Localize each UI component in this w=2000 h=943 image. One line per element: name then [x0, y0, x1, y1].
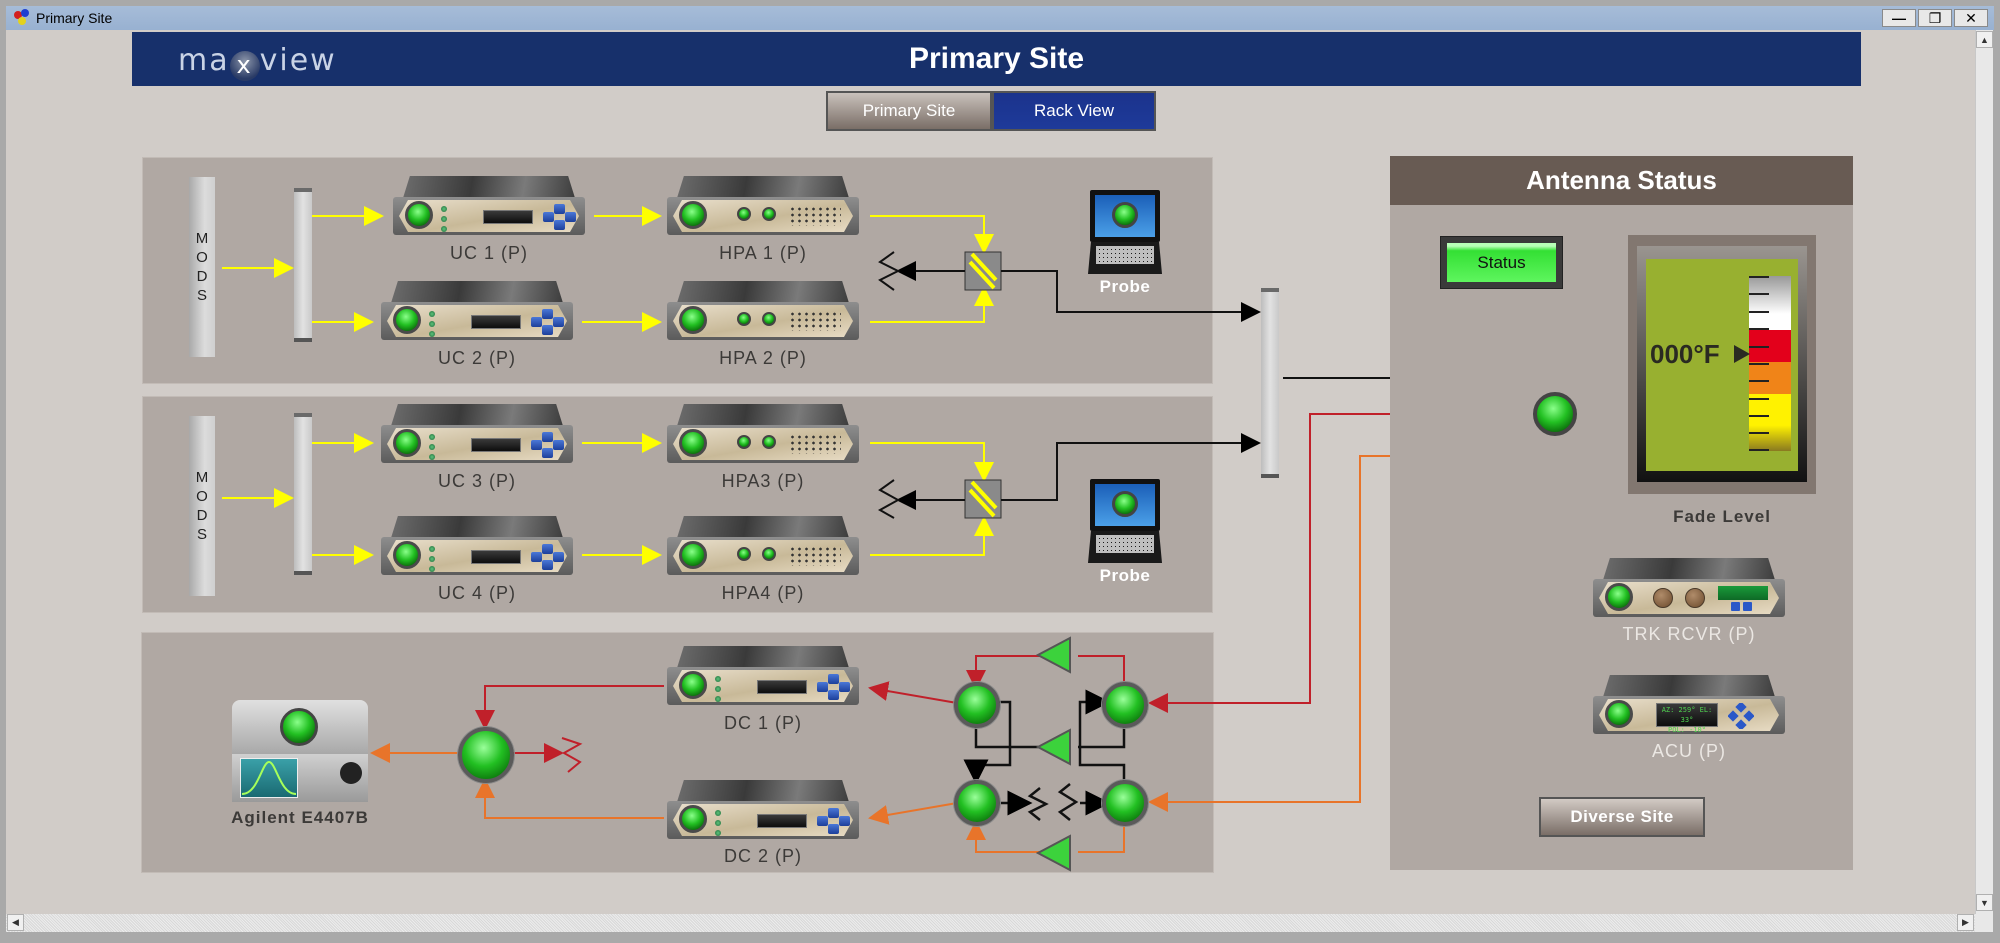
dc1-label: DC 1 (P)	[723, 713, 802, 733]
scroll-down-button[interactable]: ▼	[1976, 894, 1993, 911]
antenna-status-panel: Antenna Status Status 000°F Fade Level	[1390, 156, 1853, 870]
minimize-icon: —	[1892, 10, 1906, 26]
diverse-site-button[interactable]: Diverse Site	[1539, 797, 1705, 837]
spectrum-analyzer-label: Agilent E4407B	[231, 808, 369, 827]
acu-label: ACU (P)	[1652, 741, 1726, 761]
hpa-4[interactable]	[667, 516, 859, 578]
scrollbar-corner	[1975, 914, 1993, 932]
tab-rack-view[interactable]: Rack View	[992, 91, 1156, 131]
acu[interactable]: AZ: 259° EL: 33°POL: -10°	[1593, 675, 1785, 737]
fade-level-value: 000°F	[1650, 339, 1720, 369]
hpa4-label: HPA4 (P)	[721, 583, 805, 603]
window-title: Primary Site	[36, 10, 113, 26]
lna-switch-node-4[interactable]	[1102, 780, 1148, 826]
tracking-receiver[interactable]	[1593, 558, 1785, 620]
hpa3-label: HPA3 (P)	[721, 471, 805, 491]
combiner	[1261, 288, 1279, 478]
fade-level-label: Fade Level	[1673, 507, 1771, 526]
uc3-label: UC 3 (P)	[437, 471, 516, 491]
antenna-status-led[interactable]	[1533, 392, 1577, 436]
restore-icon: ❐	[1928, 9, 1942, 26]
status-led	[679, 671, 707, 699]
restore-button[interactable]: ❐	[1918, 9, 1952, 27]
arrow-up-icon: ▲	[1980, 34, 1989, 45]
close-button[interactable]: ✕	[1954, 9, 1988, 27]
trk-rcvr-label: TRK RCVR (P)	[1622, 624, 1756, 644]
splitter-2	[294, 413, 312, 575]
fade-level-pointer-icon	[1734, 345, 1750, 363]
minimize-button[interactable]: —	[1882, 9, 1916, 27]
scroll-left-button[interactable]: ◀	[7, 914, 24, 931]
dc2-label: DC 2 (P)	[723, 846, 802, 866]
probe-2-label: Probe	[1099, 566, 1151, 585]
upconverter-uc3[interactable]	[381, 404, 573, 466]
probe-1[interactable]	[1086, 190, 1164, 282]
fade-level-gauge: 000°F	[1628, 235, 1816, 494]
hpa1-label: HPA 1 (P)	[719, 243, 807, 263]
horizontal-scrollbar[interactable]: ◀ ▶	[6, 914, 1975, 932]
upconverter-uc4[interactable]	[381, 516, 573, 578]
lna-amplifier-icon[interactable]	[1036, 636, 1072, 674]
downconverter-dc2[interactable]	[667, 780, 859, 842]
acu-display: AZ: 259° EL: 33°POL: -10°	[1656, 703, 1718, 734]
uc2-label: UC 2 (P)	[437, 348, 516, 368]
status-led	[1605, 583, 1633, 611]
status-led	[679, 201, 707, 229]
arrow-right-icon: ▶	[1962, 917, 1969, 927]
status-led	[1605, 700, 1633, 728]
close-icon: ✕	[1965, 9, 1977, 26]
scroll-right-button[interactable]: ▶	[1957, 914, 1974, 931]
status-led	[679, 805, 707, 833]
probe-2[interactable]	[1086, 479, 1164, 571]
status-led	[393, 306, 421, 334]
status-led	[405, 201, 433, 229]
splitter-1	[294, 188, 312, 342]
arrow-down-icon: ▼	[1980, 897, 1989, 908]
hpa-1[interactable]	[667, 176, 859, 238]
scroll-up-button[interactable]: ▲	[1976, 31, 1993, 48]
spectrum-trace-icon	[241, 760, 297, 795]
fade-level-scale	[1749, 276, 1791, 451]
knob-icon	[1653, 588, 1673, 608]
lna-amplifier-icon[interactable]	[1036, 728, 1072, 766]
hpa-2[interactable]	[667, 281, 859, 343]
app-icon	[14, 9, 29, 25]
status-led	[679, 429, 707, 457]
probe-1-label: Probe	[1099, 277, 1151, 296]
upconverter-uc1[interactable]	[393, 176, 585, 238]
tab-primary-site[interactable]: Primary Site	[826, 91, 992, 131]
antenna-status-title: Antenna Status	[1390, 156, 1853, 205]
lna-amplifier-icon[interactable]	[1036, 834, 1072, 872]
status-led	[393, 429, 421, 457]
uc1-label: UC 1 (P)	[449, 243, 528, 263]
upconverter-uc2[interactable]	[381, 281, 573, 343]
status-led	[393, 541, 421, 569]
uc4-label: UC 4 (P)	[437, 583, 516, 603]
status-led	[679, 306, 707, 334]
title-bar: Primary Site — ❐ ✕	[6, 6, 1994, 30]
lna-switch-node-3[interactable]	[954, 780, 1000, 826]
knob-icon	[1685, 588, 1705, 608]
downlink-combiner-node[interactable]	[458, 727, 514, 783]
acu-keypad-icon	[1728, 703, 1754, 729]
downconverter-dc1[interactable]	[667, 646, 859, 708]
vertical-scrollbar[interactable]: ▲ ▼	[1975, 30, 1993, 914]
spectrum-analyzer[interactable]	[232, 700, 368, 802]
status-button[interactable]: Status	[1440, 236, 1563, 289]
hpa2-label: HPA 2 (P)	[719, 348, 807, 368]
lna-switch-node-1[interactable]	[954, 682, 1000, 728]
page-title: Primary Site	[908, 42, 1085, 75]
arrow-left-icon: ◀	[12, 917, 19, 927]
hpa-3[interactable]	[667, 404, 859, 466]
status-led	[679, 541, 707, 569]
trk-display	[1718, 586, 1768, 600]
lna-switch-node-2[interactable]	[1102, 682, 1148, 728]
